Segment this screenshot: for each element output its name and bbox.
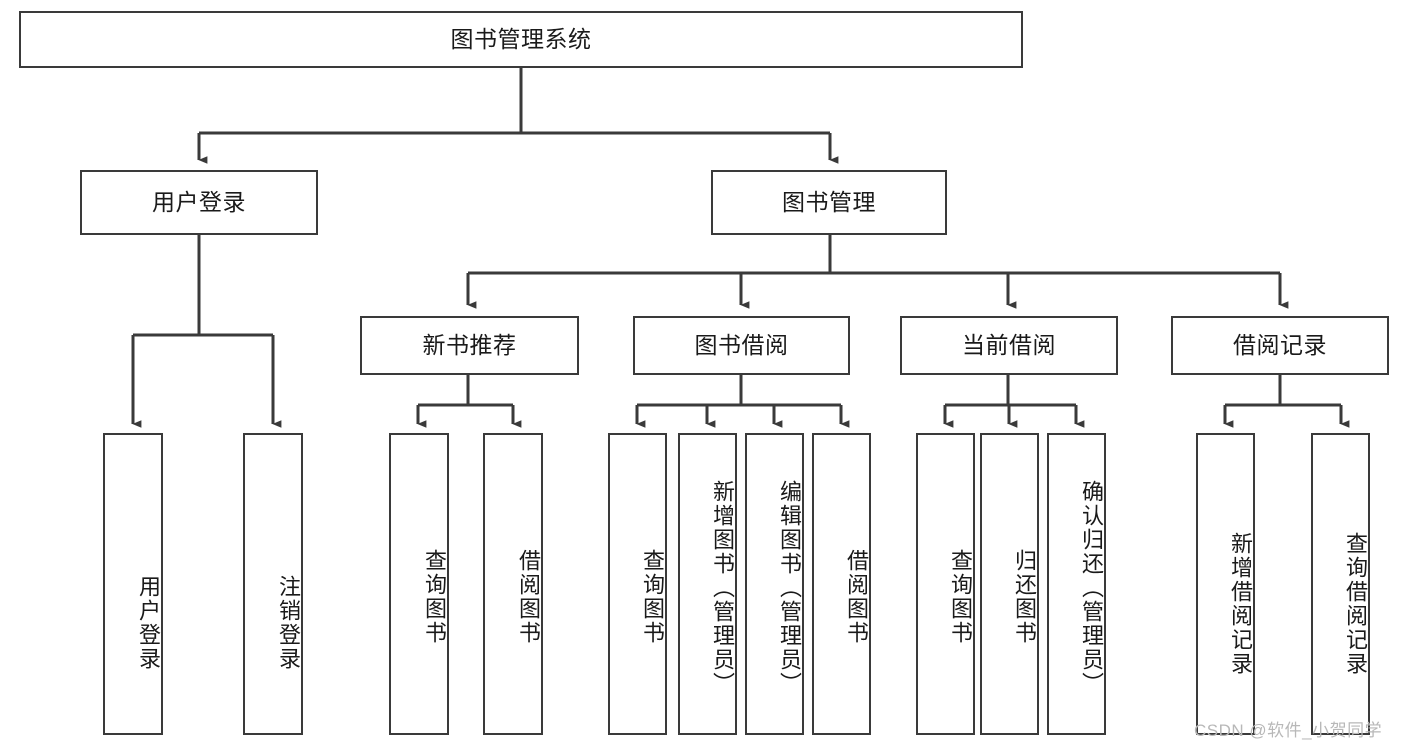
node-current-borrow[interactable]: 当前借阅 — [900, 316, 1118, 375]
leaf-borrow-edit-book-admin[interactable]: 编辑图书（管理员） — [745, 433, 804, 735]
leaf-current-confirm-return-admin[interactable]: 确认归还（管理员） — [1047, 433, 1106, 735]
node-root-system[interactable]: 图书管理系统 — [19, 11, 1023, 68]
leaf-borrow-add-book-admin[interactable]: 新增图书（管理员） — [678, 433, 737, 735]
leaf-recommend-borrow-book[interactable]: 借阅图书 — [483, 433, 543, 735]
leaf-user-login-signout[interactable]: 注销登录 — [243, 433, 303, 735]
leaf-recommend-query-book[interactable]: 查询图书 — [389, 433, 449, 735]
watermark-text: CSDN @软件_小贺同学 — [1194, 721, 1383, 740]
leaf-borrow-query-book[interactable]: 查询图书 — [608, 433, 667, 735]
node-new-book-recommend[interactable]: 新书推荐 — [360, 316, 579, 375]
leaf-borrow-borrow-book[interactable]: 借阅图书 — [812, 433, 871, 735]
node-book-management[interactable]: 图书管理 — [711, 170, 947, 235]
leaf-current-return-book[interactable]: 归还图书 — [980, 433, 1039, 735]
leaf-record-add-record[interactable]: 新增借阅记录 — [1196, 433, 1255, 735]
leaf-current-query-book[interactable]: 查询图书 — [916, 433, 975, 735]
node-borrow-record[interactable]: 借阅记录 — [1171, 316, 1389, 375]
node-book-borrow[interactable]: 图书借阅 — [633, 316, 850, 375]
leaf-record-query-record[interactable]: 查询借阅记录 — [1311, 433, 1370, 735]
node-user-login[interactable]: 用户登录 — [80, 170, 318, 235]
leaf-user-login-signin[interactable]: 用户登录 — [103, 433, 163, 735]
